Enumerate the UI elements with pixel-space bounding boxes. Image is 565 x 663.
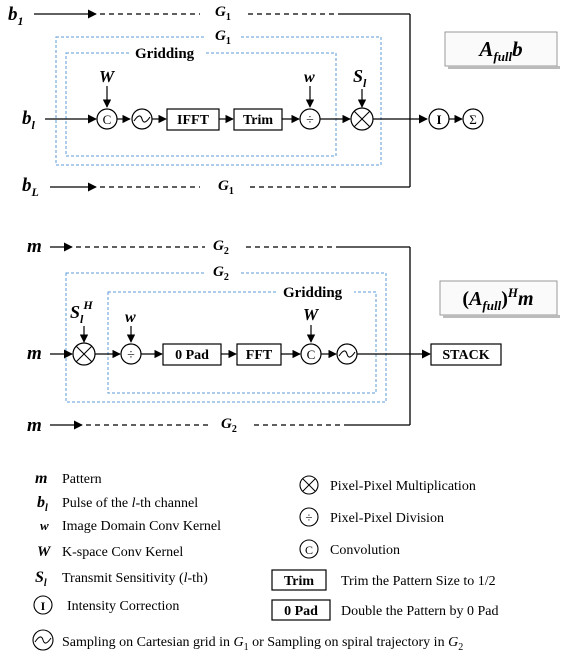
legend: m Pattern bl Pulse of the l-th channel w… — [32, 470, 498, 653]
g1-box — [55, 36, 382, 166]
mult-x-2 — [353, 110, 371, 128]
legend-sampling-wave-icon — [34, 636, 52, 644]
legend-conv-symbol: C — [305, 543, 313, 557]
sum-node-label: Σ — [469, 112, 477, 127]
input-m-top: m — [27, 236, 42, 257]
legend-Sl-desc: Transmit Sensitivity (l-th) — [62, 571, 208, 586]
legend-Sl-symbol: Sl — [35, 569, 47, 589]
conv-node-label: C — [103, 112, 112, 127]
legend-trim-label: Trim — [284, 574, 314, 589]
div-node-label: ÷ — [306, 113, 314, 128]
legend-I-icon — [33, 595, 53, 615]
adjoint-equation-shadow — [443, 315, 560, 318]
W-label: W — [99, 67, 116, 86]
legend-m-symbol: m — [35, 470, 47, 487]
g1-label-bottom: G1 — [218, 178, 234, 197]
gridding-box-bottom — [107, 291, 377, 394]
g1-box-label: G1 — [215, 28, 231, 47]
gridding-label-bg-bottom — [278, 283, 354, 301]
fft-label: FFT — [246, 348, 273, 363]
legend-I-desc: Intensity Correction — [67, 599, 179, 614]
legend-conv-icon — [299, 539, 319, 559]
input-bl: bl — [22, 108, 36, 132]
legend-bl-symbol: bl — [37, 494, 48, 514]
adjoint-operator-diagram: m G2 G2 Gridding SlH w W m ÷ 0 Pad — [27, 236, 560, 436]
legend-w-symbol: w — [40, 518, 49, 533]
g2-label-bottom: G2 — [221, 416, 237, 435]
stack-label: STACK — [442, 348, 489, 363]
forward-operator-diagram: b1 G1 G1 Gridding W w Sl bl C IFFT T — [8, 4, 560, 199]
adjoint-equation: (Afull)Hm — [462, 285, 533, 313]
zeropad-label: 0 Pad — [175, 348, 209, 363]
forward-equation: Afullb — [477, 37, 522, 64]
w-label-bottom: w — [125, 309, 136, 326]
legend-w-desc: Image Domain Conv Kernel — [62, 519, 221, 534]
legend-mult-x2 — [302, 478, 316, 492]
forward-equation-box — [444, 31, 558, 67]
legend-mult-desc: Pixel-Pixel Multiplication — [330, 479, 476, 494]
div-node-bottom-label: ÷ — [127, 348, 135, 363]
g1-label-top: G1 — [215, 4, 231, 23]
trim-label: Trim — [243, 113, 273, 128]
sum-node — [462, 108, 484, 130]
legend-I-symbol: I — [41, 599, 46, 613]
SlH-label: SlH — [70, 298, 93, 326]
legend-trim-desc: Trim the Pattern Size to 1/2 — [341, 574, 496, 589]
legend-div-icon — [299, 507, 319, 527]
g2-box-label: G2 — [213, 264, 229, 283]
stack-block — [430, 343, 502, 366]
Sl-label: Sl — [353, 66, 367, 90]
legend-trim-box — [271, 569, 327, 591]
sampling-wave-icon-bottom — [338, 350, 356, 358]
gridding-label-bottom: Gridding — [283, 285, 343, 301]
legend-sampling-desc: Sampling on Cartesian grid in G1 or Samp… — [62, 635, 463, 653]
gridding-label: Gridding — [135, 46, 195, 62]
mult-x-2-bottom — [75, 345, 93, 363]
legend-div-desc: Pixel-Pixel Division — [330, 511, 444, 526]
g1-label-bg — [205, 27, 239, 45]
legend-pad-box — [271, 599, 331, 621]
legend-m-desc: Pattern — [62, 472, 102, 487]
intensity-node-label: I — [436, 112, 441, 127]
input-m-main: m — [27, 343, 42, 364]
gridding-label-bg — [130, 44, 205, 62]
legend-W-desc: K-space Conv Kernel — [62, 545, 183, 560]
input-m-bottom: m — [27, 415, 42, 436]
legend-conv-desc: Convolution — [330, 543, 400, 558]
g2-label-top: G2 — [213, 238, 229, 257]
input-b1: b1 — [8, 4, 24, 28]
conv-node-bottom-label: C — [307, 347, 316, 362]
forward-equation-shadow — [448, 66, 560, 69]
legend-div-symbol: ÷ — [305, 510, 312, 525]
ifft-label: IFFT — [177, 113, 210, 128]
legend-bl-desc: Pulse of the l-th channel — [62, 496, 198, 511]
sampling-wave-icon — [133, 115, 151, 123]
legend-pad-label: 0 Pad — [284, 604, 318, 619]
w-label: w — [304, 69, 315, 86]
legend-pad-desc: Double the Pattern by 0 Pad — [341, 604, 498, 619]
legend-W-symbol: W — [37, 544, 52, 560]
input-bL: bL — [22, 175, 39, 199]
W-label-bottom: W — [303, 305, 320, 324]
g2-label-bg — [205, 263, 239, 281]
